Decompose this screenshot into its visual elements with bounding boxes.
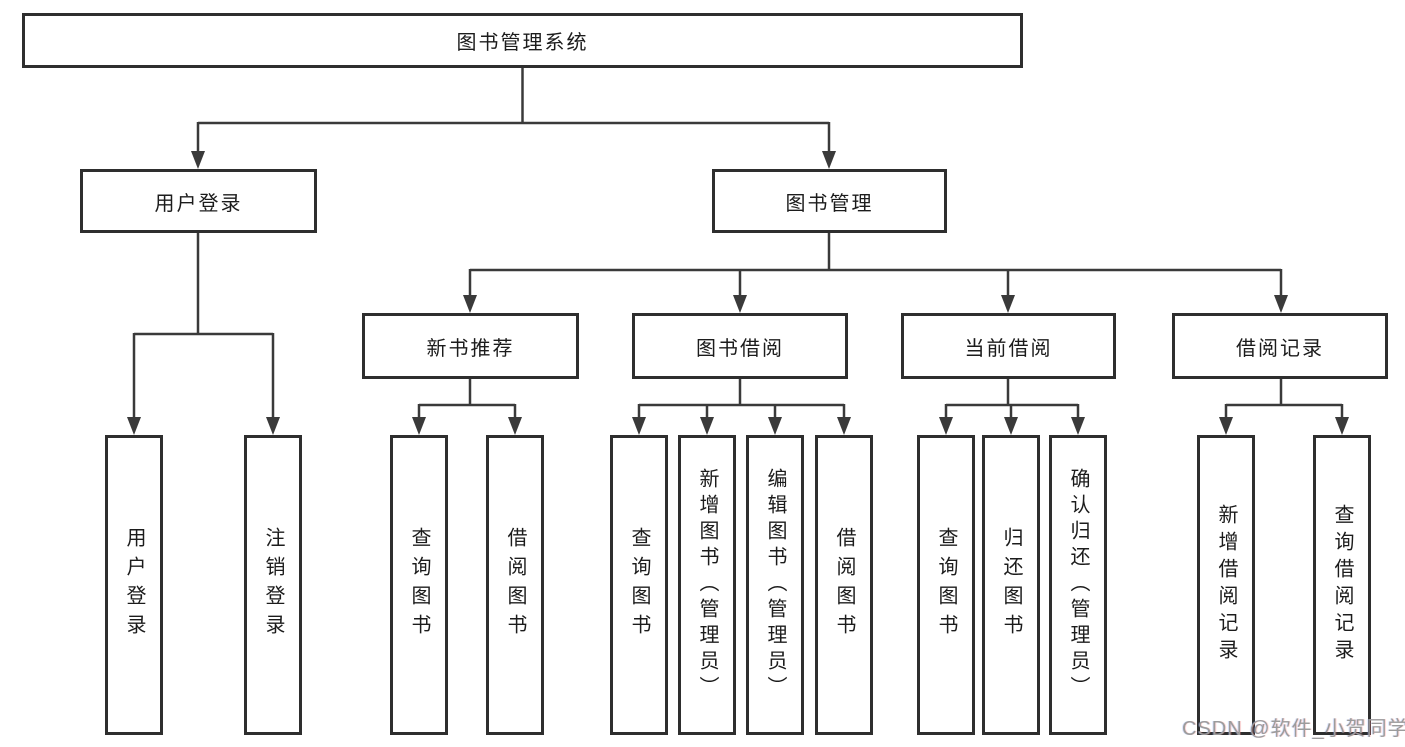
node-leaf-query-books-recommend: 查询图书 <box>390 435 448 735</box>
node-leaf-confirm-return-admin: 确认归还（管理员） <box>1049 435 1107 735</box>
node-leaf-borrow-books-recommend: 借阅图书 <box>486 435 544 735</box>
node-leaf-query-books-current: 查询图书 <box>917 435 975 735</box>
arrowheads <box>127 151 1349 435</box>
node-user-login-branch: 用户登录 <box>80 169 317 233</box>
node-leaf-user-login: 用户登录 <box>105 435 163 735</box>
node-root-system: 图书管理系统 <box>22 13 1023 68</box>
connector-userlogin-to-leaves <box>132 233 275 418</box>
node-leaf-logout: 注销登录 <box>244 435 302 735</box>
node-leaf-edit-books-admin: 编辑图书（管理员） <box>746 435 804 735</box>
node-leaf-query-books-borrow: 查询图书 <box>610 435 668 735</box>
node-leaf-add-books-admin: 新增图书（管理员） <box>678 435 736 735</box>
node-leaf-return-books: 归还图书 <box>982 435 1040 735</box>
node-leaf-add-borrow-record: 新增借阅记录 <box>1197 435 1255 735</box>
connector-current-to-leaves <box>944 379 1080 418</box>
connector-borrow-to-leaves <box>637 379 846 418</box>
node-module-new-book-recommend: 新书推荐 <box>362 313 579 379</box>
node-book-management-branch: 图书管理 <box>712 169 947 233</box>
connector-root-to-branches <box>196 68 831 152</box>
connector-records-to-leaves <box>1224 379 1344 418</box>
node-module-current-borrow: 当前借阅 <box>901 313 1116 379</box>
connector-bookmgmt-to-modules <box>468 233 1283 296</box>
node-module-book-borrow: 图书借阅 <box>632 313 848 379</box>
connector-newbooks-to-leaves <box>417 379 517 418</box>
csdn-watermark: CSDN @软件_小贺同学 <box>1182 718 1405 740</box>
node-leaf-borrow-books: 借阅图书 <box>815 435 873 735</box>
node-leaf-query-borrow-record: 查询借阅记录 <box>1313 435 1371 735</box>
node-module-borrow-records: 借阅记录 <box>1172 313 1388 379</box>
